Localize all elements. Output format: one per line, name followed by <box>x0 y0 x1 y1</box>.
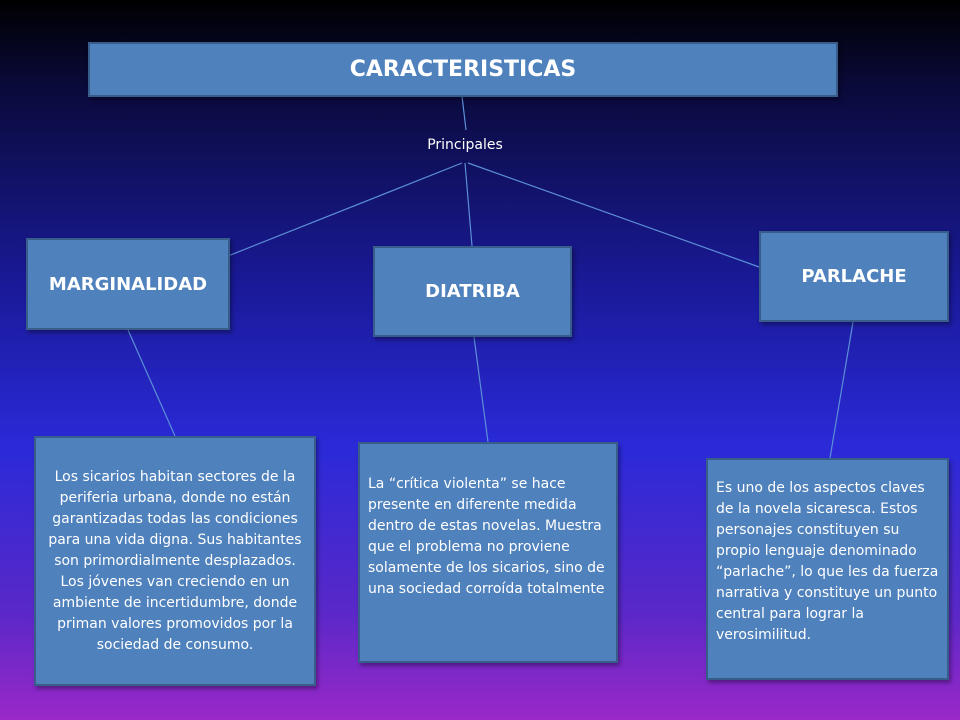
label-to-marginalidad-line <box>227 162 463 257</box>
category-box-marginalidad: MARGINALIDAD <box>26 238 230 330</box>
diatriba-to-desc-line <box>473 336 489 443</box>
category-box-parlache: PARLACHE <box>759 231 949 322</box>
description-text: La “crítica violenta” se hace presente e… <box>368 476 605 597</box>
category-label: MARGINALIDAD <box>48 273 208 295</box>
marginalidad-to-desc-line <box>127 329 176 437</box>
category-box-diatriba: DIATRIBA <box>373 246 572 337</box>
category-label: DIATRIBA <box>425 281 520 302</box>
description-box-parlache: Es uno de los aspectos claves de la nove… <box>706 458 949 680</box>
description-text: Los sicarios habitan sectores de la peri… <box>48 468 302 653</box>
description-box-diatriba: La “crítica violenta” se hace presente e… <box>358 442 618 663</box>
description-box-marginalidad: Los sicarios habitan sectores de la peri… <box>34 436 316 686</box>
parlache-to-desc-line <box>829 321 854 459</box>
connector-label: Principales <box>427 137 503 153</box>
description-text: Es uno de los aspectos claves de la nove… <box>716 480 939 643</box>
label-to-parlache-line <box>467 162 763 269</box>
title-text: CARACTERISTICAS <box>349 57 577 82</box>
label-to-diatriba-line <box>464 162 473 247</box>
title-box: CARACTERISTICAS <box>88 42 838 97</box>
category-label: PARLACHE <box>801 266 907 287</box>
title-to-label-line <box>461 95 467 131</box>
